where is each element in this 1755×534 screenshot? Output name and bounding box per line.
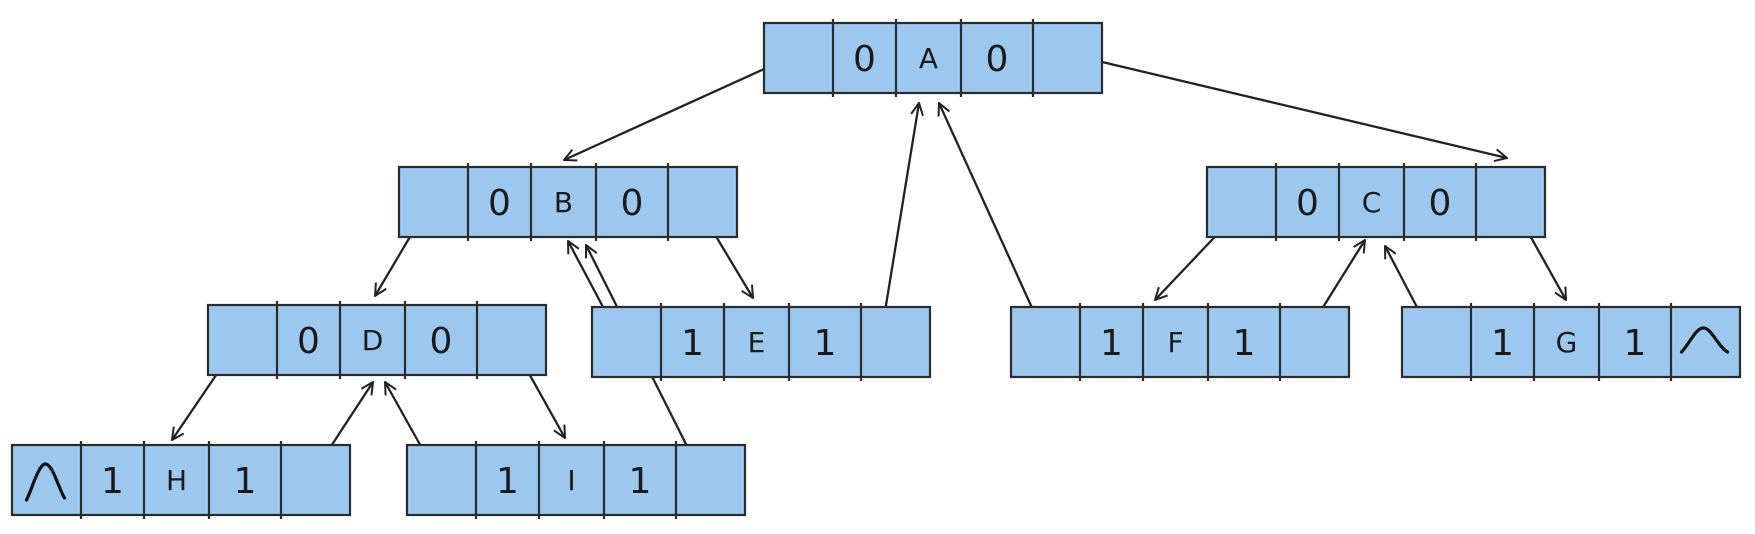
node-box <box>1009 305 1351 379</box>
rtag-text: 1 <box>629 461 652 502</box>
data-text: H <box>166 464 187 497</box>
ltag-text: 1 <box>101 461 124 502</box>
node-I: 1 I 1 <box>405 441 747 519</box>
ltag-text: 1 <box>681 323 704 364</box>
data-text: D <box>362 324 384 357</box>
null-pointer-icon <box>1679 326 1730 354</box>
data-text: A <box>919 42 938 75</box>
rtag-text: 1 <box>1624 323 1647 364</box>
data-text: I <box>567 464 575 497</box>
data-text: F <box>1167 326 1183 359</box>
node-F: 1 F 1 <box>1009 303 1351 381</box>
rtag-text: 0 <box>621 183 644 224</box>
rtag-text: 0 <box>430 321 453 362</box>
node-G: 1 G 1 <box>1400 303 1742 381</box>
ltag-text: 1 <box>1491 323 1514 364</box>
node-box <box>1205 165 1547 239</box>
pointer-arrows <box>172 50 1566 487</box>
node-H: 1 H 1 <box>10 441 352 519</box>
node-E: 1 E 1 <box>590 303 932 381</box>
ltag-text: 1 <box>496 461 519 502</box>
ltag-text: 0 <box>853 39 876 80</box>
data-text: B <box>554 186 573 219</box>
node-box <box>397 165 739 239</box>
rtag-text: 1 <box>1233 323 1256 364</box>
data-text: G <box>1556 326 1578 359</box>
node-A: 0 A 0 <box>762 19 1104 97</box>
thread-arrow-E-to-A <box>878 103 919 343</box>
node-box <box>206 303 548 377</box>
rtag-text: 0 <box>986 39 1009 80</box>
node-B: 0 B 0 <box>397 163 739 241</box>
rtag-text: 1 <box>814 323 837 364</box>
ltag-text: 0 <box>488 183 511 224</box>
child-arrow-A-to-C <box>1059 50 1507 158</box>
data-text: E <box>748 326 766 359</box>
null-pointer-icon <box>24 462 67 502</box>
data-text: C <box>1362 186 1382 219</box>
node-box <box>10 443 352 517</box>
ltag-text: 0 <box>1296 183 1319 224</box>
node-box <box>405 443 747 517</box>
node-box <box>590 305 932 379</box>
node-C: 0 C 0 <box>1205 163 1547 241</box>
ltag-text: 1 <box>1100 323 1123 364</box>
rtag-text: 1 <box>234 461 257 502</box>
node-D: 0 D 0 <box>206 301 548 379</box>
node-box <box>1400 305 1742 379</box>
child-arrow-A-to-B <box>564 52 798 160</box>
node-box <box>762 21 1104 95</box>
rtag-text: 0 <box>1429 183 1452 224</box>
thread-arrow-F-to-A <box>939 103 1050 344</box>
ltag-text: 0 <box>297 321 320 362</box>
